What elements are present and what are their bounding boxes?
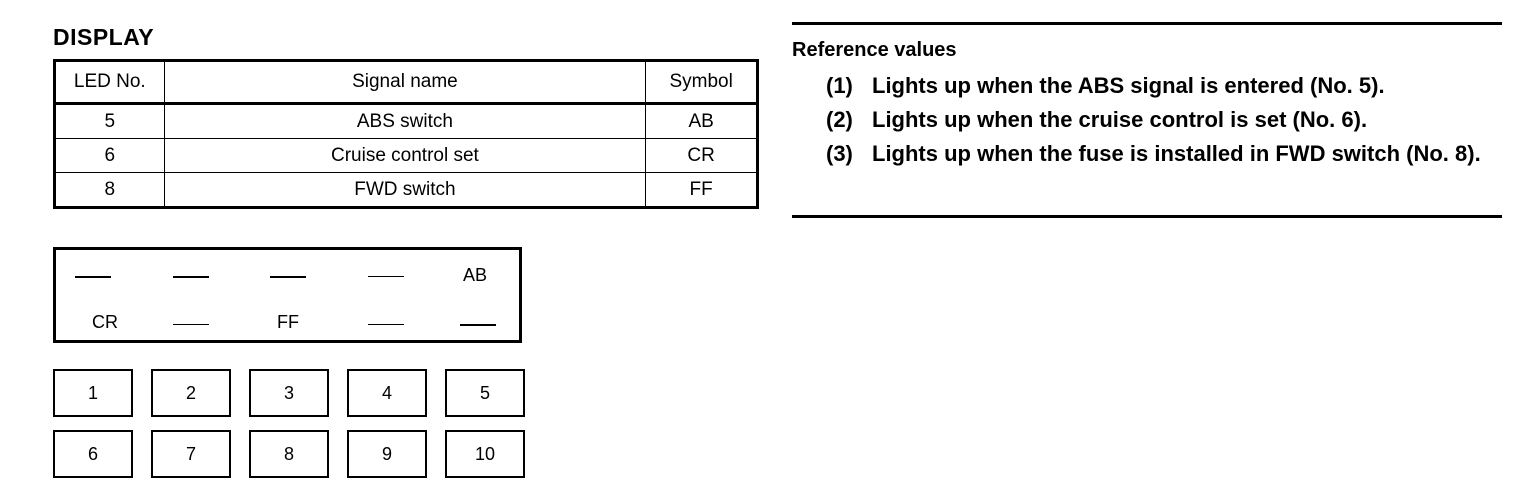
led-cell-7: 7 xyxy=(151,430,231,478)
list-item: (1) Lights up when the ABS signal is ent… xyxy=(826,69,1502,103)
reference-item-text: Lights up when the fuse is installed in … xyxy=(872,141,1481,166)
table-row: 5 ABS switch AB xyxy=(54,103,758,139)
panel-segment-7 xyxy=(166,324,216,325)
segment-dash xyxy=(270,276,306,278)
led-no-cell: 5 xyxy=(54,103,165,139)
panel-segment-8: FF xyxy=(263,312,313,333)
panel-segment-6: CR xyxy=(80,312,130,333)
led-cell-6: 6 xyxy=(53,430,133,478)
header-symbol: Symbol xyxy=(645,60,758,105)
segment-dash xyxy=(368,324,404,325)
table-row: 8 FWD switch FF xyxy=(54,172,758,208)
signal-table: LED No. Signal name Symbol 5 ABS switch … xyxy=(53,59,759,209)
panel-segment-4 xyxy=(361,276,411,277)
segment-dash xyxy=(75,276,111,278)
signal-name-cell: ABS switch xyxy=(163,103,647,139)
segment-dash xyxy=(368,276,404,277)
reference-item-text: Lights up when the ABS signal is entered… xyxy=(872,73,1385,98)
segment-label: FF xyxy=(277,312,299,332)
led-cell-1: 1 xyxy=(53,369,133,417)
table-header-row: LED No. Signal name Symbol xyxy=(54,60,758,105)
reference-item-number: (2) xyxy=(826,107,853,132)
reference-values-box: Reference values (1) Lights up when the … xyxy=(792,22,1502,218)
table-row: 6 Cruise control set CR xyxy=(54,138,758,173)
led-cell-5: 5 xyxy=(445,369,525,417)
panel-segment-5: AB xyxy=(450,265,500,286)
panel-segment-1 xyxy=(68,276,118,278)
panel-segment-2 xyxy=(166,276,216,278)
segment-dash xyxy=(173,324,209,325)
signal-name-cell: FWD switch xyxy=(163,172,647,208)
symbol-cell: CR xyxy=(645,138,758,173)
reference-item-text: Lights up when the cruise control is set… xyxy=(872,107,1368,132)
signal-name-cell: Cruise control set xyxy=(163,138,647,173)
reference-list: (1) Lights up when the ABS signal is ent… xyxy=(826,69,1502,171)
reference-title: Reference values xyxy=(792,39,957,61)
panel-segment-10 xyxy=(453,324,503,326)
reference-item-number: (3) xyxy=(826,141,853,166)
led-cell-8: 8 xyxy=(249,430,329,478)
led-no-cell: 6 xyxy=(54,138,165,173)
panel-segment-3 xyxy=(263,276,313,278)
display-panel: AB CR FF xyxy=(53,247,522,343)
led-cell-4: 4 xyxy=(347,369,427,417)
led-no-cell: 8 xyxy=(54,172,165,208)
led-cell-2: 2 xyxy=(151,369,231,417)
symbol-cell: AB xyxy=(645,103,758,139)
led-cell-9: 9 xyxy=(347,430,427,478)
panel-segment-9 xyxy=(361,324,411,325)
led-cell-3: 3 xyxy=(249,369,329,417)
segment-label: CR xyxy=(92,312,118,332)
segment-label: AB xyxy=(462,265,487,285)
symbol-cell: FF xyxy=(645,172,758,208)
header-led-no: LED No. xyxy=(54,60,165,105)
list-item: (3) Lights up when the fuse is installed… xyxy=(826,137,1502,171)
reference-item-number: (1) xyxy=(826,73,853,98)
header-signal-name: Signal name xyxy=(163,60,647,105)
segment-dash xyxy=(460,324,496,326)
list-item: (2) Lights up when the cruise control is… xyxy=(826,103,1502,137)
led-cell-10: 10 xyxy=(445,430,525,478)
segment-dash xyxy=(173,276,209,278)
display-heading: DISPLAY xyxy=(53,24,155,50)
